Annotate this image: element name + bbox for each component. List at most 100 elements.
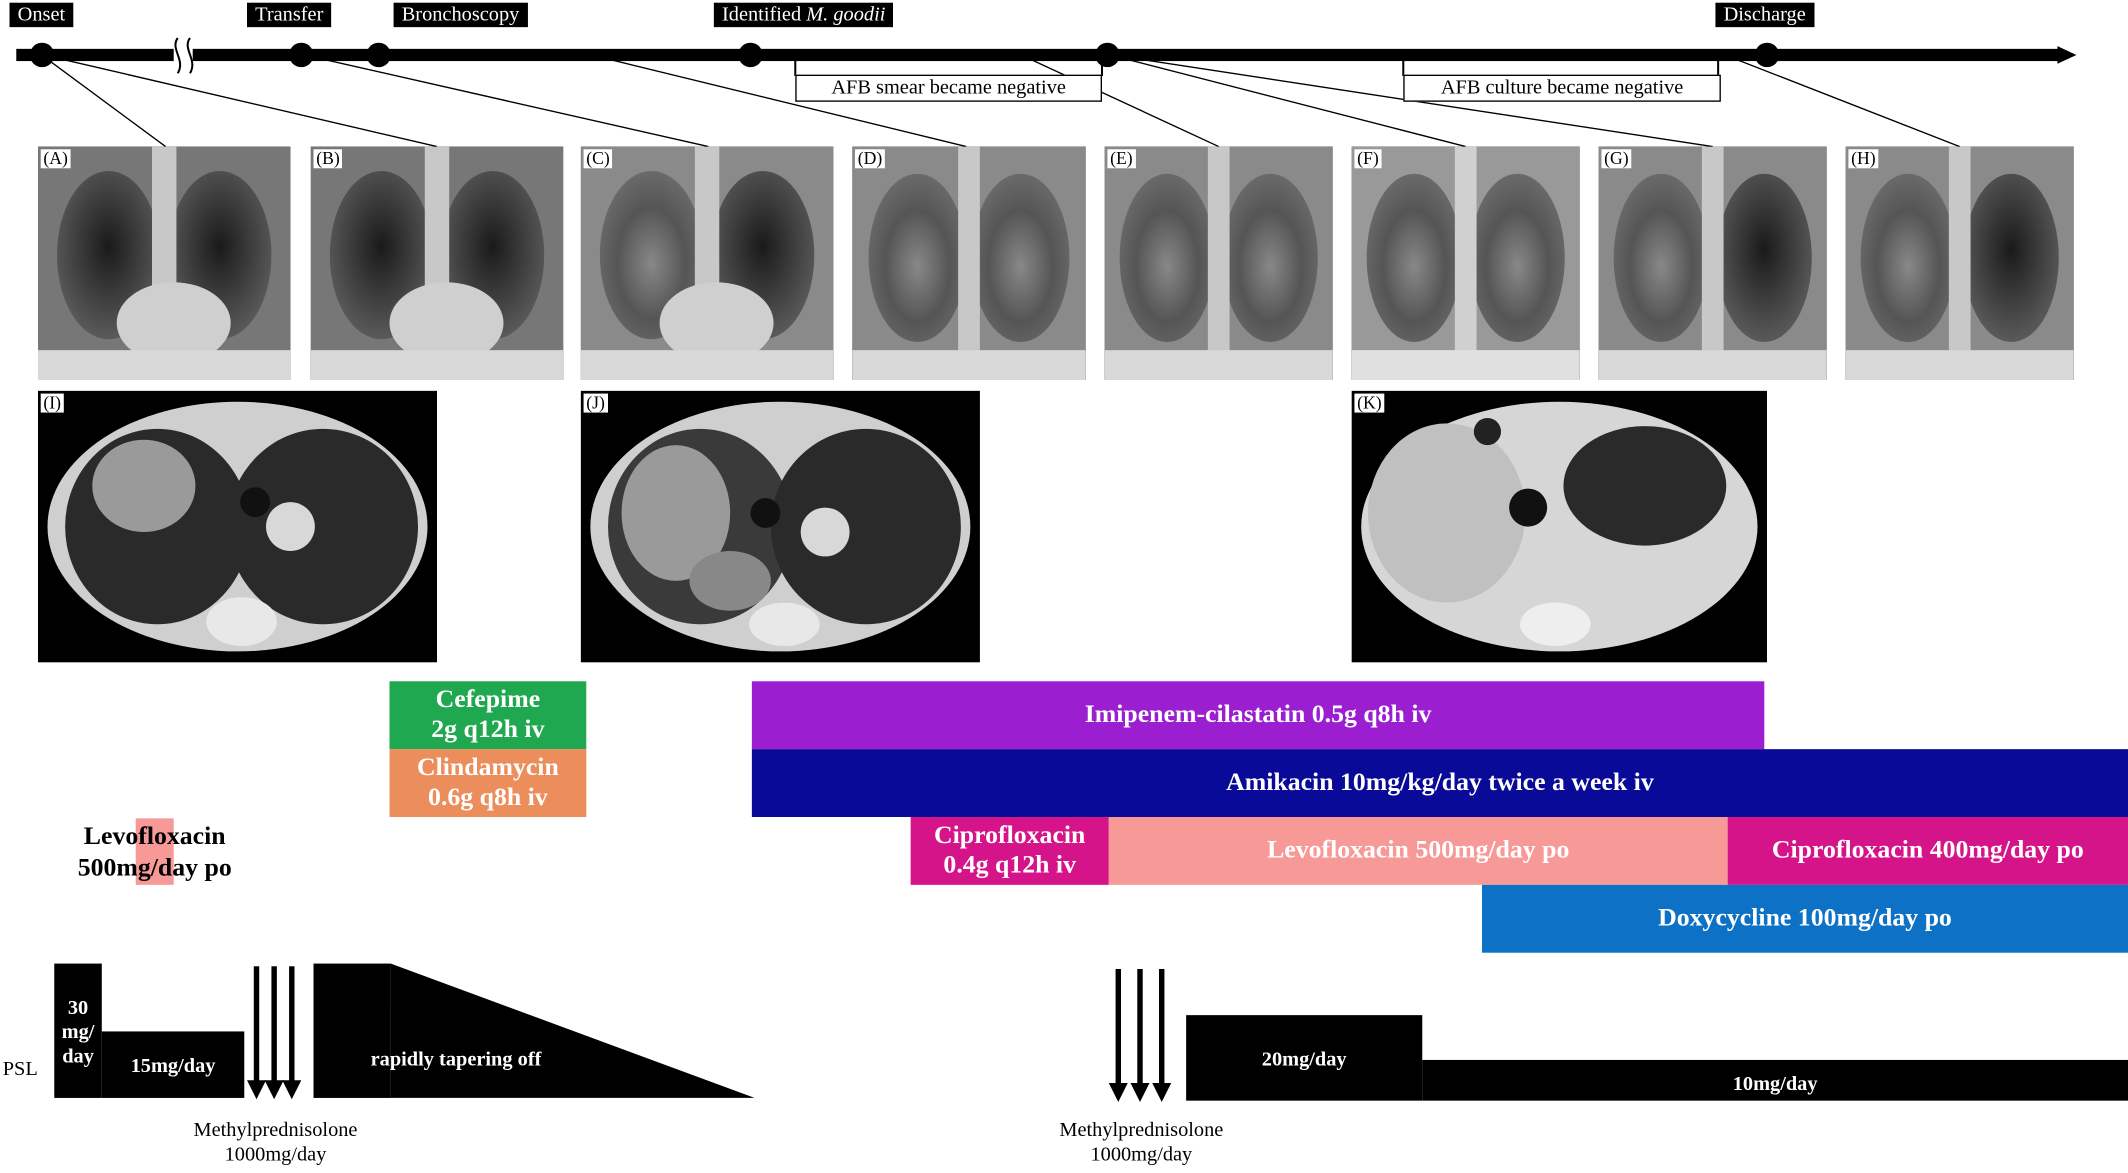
event-identified: Identified M. goodii (713, 2, 894, 28)
drug-amikacin-label: Amikacin 10mg/kg/day twice a week iv (1226, 768, 1654, 797)
drug-imipenem-label: Imipenem-cilastatin 0.5g q8h iv (1084, 700, 1432, 729)
drug-levofloxacin-early: Levofloxacin 500mg/day po (54, 821, 255, 883)
xray-c-label: (C) (583, 149, 613, 169)
afb-brackets (794, 59, 1720, 77)
drug-levofloxacin-early-bar (135, 818, 174, 885)
methylprednisolone-2-name: Methylprednisolone (1059, 1119, 1224, 1142)
drug-doxycycline-label: Doxycycline 100mg/day po (1658, 903, 1952, 933)
timeline-arrowhead (2057, 46, 2077, 64)
xray-a-image (38, 146, 291, 381)
drug-levofloxacin-late-label: Levofloxacin 500mg/day po (1267, 836, 1570, 865)
xray-e-label: (E) (1107, 149, 1136, 169)
onset-dot (29, 42, 55, 68)
event-discharge: Discharge (1715, 2, 1814, 28)
drug-ciprofloxacin-iv: Ciprofloxacin 0.4g q12h iv (910, 817, 1109, 885)
xray-b-image (310, 146, 564, 381)
drug-levofloxacin-early-dose: 500mg/day po (77, 853, 232, 883)
xray-b: (B) (310, 146, 564, 381)
ct-j-image (580, 390, 980, 663)
drug-clindamycin-name: Clindamycin (416, 753, 559, 782)
xray-g-image (1598, 146, 1827, 381)
ct-j: (J) (580, 390, 980, 663)
xray-b-label: (B) (313, 149, 343, 169)
xray-f-image (1351, 146, 1580, 381)
psl-10mg-block (1422, 1059, 2128, 1101)
event-onset: Onset (9, 2, 74, 28)
psl-30mg-line3: day (62, 1046, 94, 1069)
xray-c-image (580, 146, 834, 381)
drug-imipenem: Imipenem-cilastatin 0.5g q8h iv (751, 681, 1765, 750)
xray-e-image (1104, 146, 1333, 381)
xray-f: (F) (1351, 146, 1580, 381)
ct-k-image (1351, 390, 1768, 663)
event-dot (1095, 42, 1120, 68)
event-identified-species: M. goodii (806, 4, 886, 26)
drug-ciprofloxacin-po-label: Ciprofloxacin 400mg/day po (1771, 836, 2084, 865)
psl-30mg-block (54, 963, 102, 1098)
psl-taper-triangle (390, 963, 755, 1098)
drug-ciprofloxacin-po: Ciprofloxacin 400mg/day po (1727, 817, 2128, 885)
timeline-break-mark (174, 37, 194, 74)
drug-cefepime: Cefepime 2g q12h iv (389, 681, 587, 750)
drug-amikacin: Amikacin 10mg/kg/day twice a week iv (751, 749, 2128, 818)
event-identified-prefix: Identified (722, 4, 807, 26)
psl-taper-start-block (313, 963, 391, 1098)
drug-levofloxacin-early-name: Levofloxacin (83, 822, 226, 851)
drug-cefepime-dose: 2g q12h iv (431, 715, 545, 744)
xray-f-label: (F) (1354, 149, 1382, 169)
ct-k: (K) (1351, 390, 1768, 663)
discharge-dot (1754, 42, 1780, 68)
xray-d: (D) (852, 146, 1086, 381)
xray-d-image (852, 146, 1086, 381)
identified-dot (738, 42, 763, 68)
event-onset-label: Onset (17, 4, 66, 26)
xray-g-label: (G) (1601, 149, 1632, 169)
event-bronchoscopy: Bronchoscopy (393, 2, 528, 28)
psl-30mg-line1: 30 (67, 997, 89, 1020)
psl-15mg-text: 15mg/day (130, 1055, 216, 1078)
psl-20mg-text: 20mg/day (1261, 1049, 1347, 1071)
drug-levofloxacin-late: Levofloxacin 500mg/day po (1108, 817, 1728, 885)
ct-i: (I) (38, 390, 438, 663)
psl-label: PSL (2, 1058, 38, 1081)
afb-culture-label: AFB culture became negative (1440, 77, 1684, 100)
afb-smear-label: AFB smear became negative (831, 77, 1066, 100)
ct-i-label: (I) (40, 393, 64, 413)
drug-clindamycin-dose: 0.6g q8h iv (428, 783, 548, 812)
psl-taper-text: rapidly tapering off (370, 1049, 542, 1071)
methylprednisolone-1-dose: 1000mg/day (224, 1144, 327, 1166)
event-transfer-label: Transfer (255, 4, 324, 26)
transfer-dot (289, 42, 314, 68)
ct-k-label: (K) (1354, 393, 1385, 413)
xray-g: (G) (1598, 146, 1827, 381)
afb-culture-box: AFB culture became negative (1403, 74, 1721, 102)
event-discharge-label: Discharge (1723, 4, 1806, 26)
xray-h: (H) (1845, 146, 2074, 381)
xray-a: (A) (38, 146, 291, 381)
pulse-arrows-2 (1108, 969, 1172, 1103)
methylprednisolone-caption-2: Methylprednisolone 1000mg/day (1026, 1118, 1257, 1167)
xray-h-image (1845, 146, 2074, 381)
ct-i-image (38, 390, 438, 663)
drug-clindamycin: Clindamycin 0.6g q8h iv (389, 749, 587, 818)
xray-e: (E) (1104, 146, 1333, 381)
afb-smear-box: AFB smear became negative (795, 74, 1103, 102)
drug-cefepime-name: Cefepime (435, 685, 541, 714)
drug-doxycycline: Doxycycline 100mg/day po (1482, 884, 2128, 953)
ct-j-label: (J) (583, 393, 608, 413)
xray-d-label: (D) (855, 149, 885, 169)
xray-c: (C) (580, 146, 834, 381)
timeline-axis (16, 48, 2063, 62)
xray-h-label: (H) (1848, 149, 1879, 169)
bronchoscopy-dot (366, 42, 391, 68)
drug-ciprofloxacin-iv-name: Ciprofloxacin (934, 821, 1086, 850)
psl-30mg-line2: mg/ (61, 1021, 95, 1044)
methylprednisolone-caption-1: Methylprednisolone 1000mg/day (160, 1118, 391, 1167)
event-bronchoscopy-label: Bronchoscopy (401, 4, 520, 26)
psl-10mg-text: 10mg/day (1732, 1073, 1818, 1096)
pulse-arrows-1 (247, 966, 302, 1100)
psl-30mg-text: 30 mg/ day (54, 996, 102, 1069)
drug-ciprofloxacin-iv-dose: 0.4g q12h iv (943, 850, 1076, 880)
